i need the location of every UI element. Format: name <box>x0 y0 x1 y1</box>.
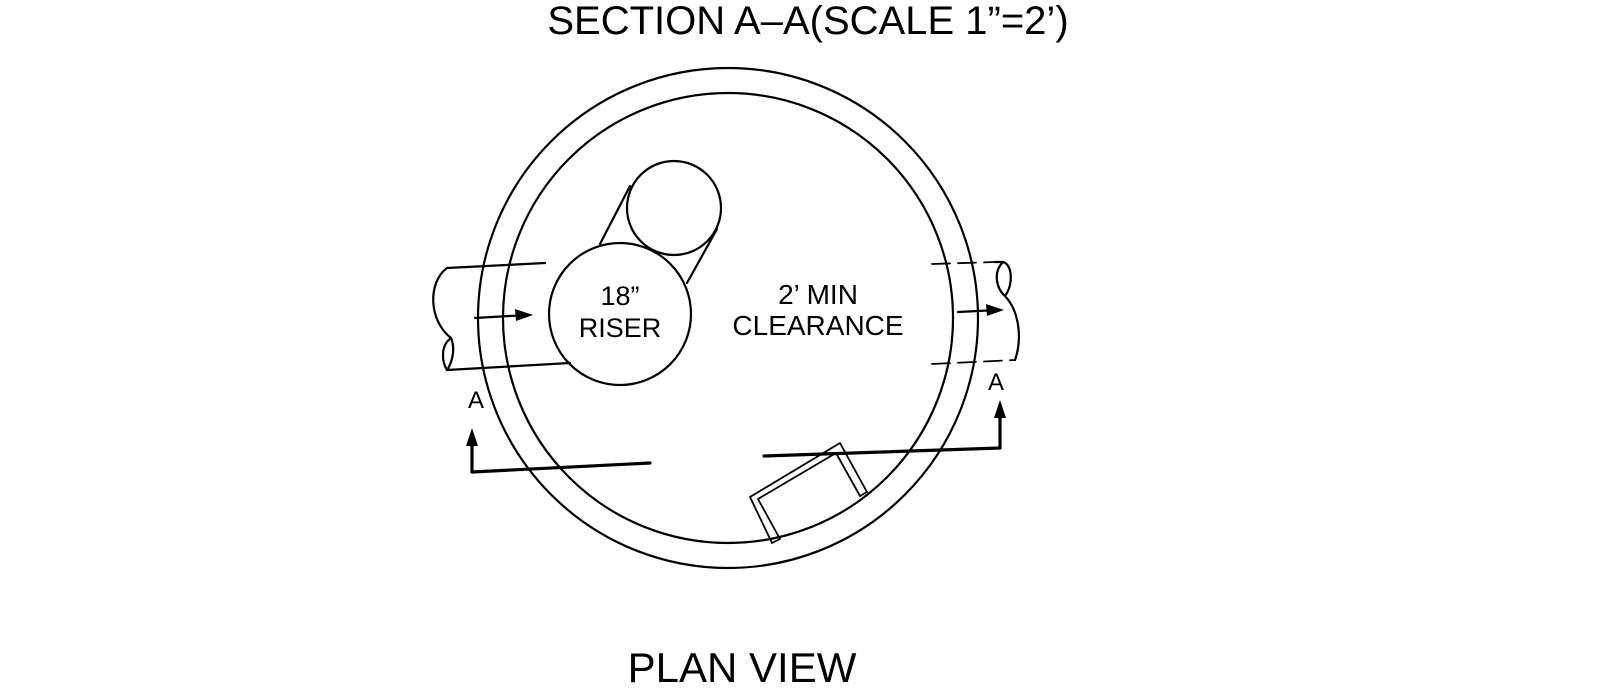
section-marker-left: A <box>468 387 484 414</box>
access-handle <box>749 442 868 544</box>
outlet-pipe <box>931 260 1020 365</box>
clearance-label-line2: CLEARANCE <box>732 310 903 341</box>
secondary-riser <box>625 159 723 257</box>
outlet-arrowhead <box>986 304 1004 316</box>
section-title: SECTION A–A(SCALE 1”=2’) <box>547 0 1068 43</box>
riser-18-inch <box>547 241 693 387</box>
section-arrow-right <box>994 400 1006 418</box>
section-cut-line <box>466 400 1006 474</box>
riser-size-label: 18” <box>600 281 639 311</box>
view-title: PLAN VIEW <box>628 644 857 691</box>
section-marker-right: A <box>988 369 1004 396</box>
tank-outer-wall <box>476 66 980 570</box>
riser-name-label: RISER <box>579 313 662 343</box>
tank-inner-wall <box>501 91 955 545</box>
riser-tangent-line <box>685 227 719 285</box>
inlet-arrowhead <box>515 309 533 321</box>
riser-tangent-line <box>598 184 632 246</box>
section-arrow-left <box>466 428 478 446</box>
inlet-pipe <box>432 261 572 372</box>
clearance-label-line1: 2’ MIN <box>778 279 858 310</box>
